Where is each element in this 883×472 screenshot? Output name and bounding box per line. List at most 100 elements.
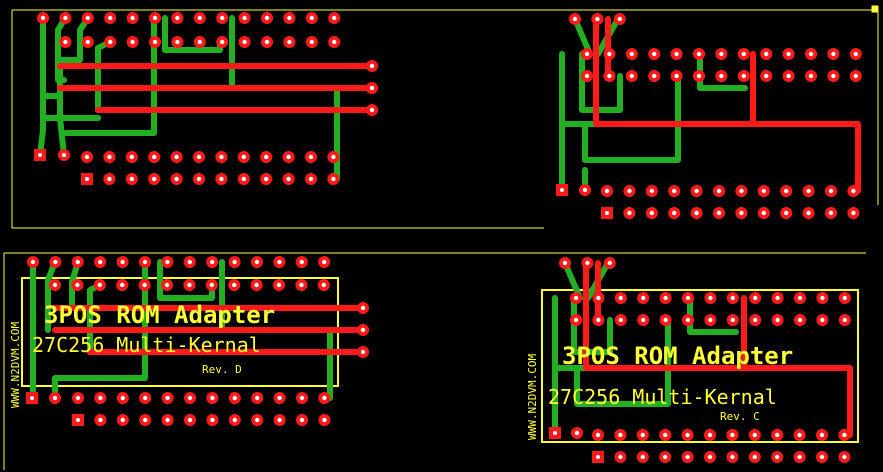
pad-drill-hole xyxy=(108,15,113,21)
pad-drill-hole xyxy=(685,454,690,460)
outline-bottom xyxy=(3,252,866,470)
tl-green-1 xyxy=(37,15,46,158)
pad-drill-hole xyxy=(63,15,68,21)
pad-drill-hole xyxy=(775,454,780,460)
silk-box-bottom-right xyxy=(541,289,859,443)
outline-top-right xyxy=(12,9,879,229)
br-green-1 xyxy=(562,260,583,301)
board-subtitle-left: 27C256 Multi-Kernal xyxy=(32,333,261,357)
pad-drill-hole xyxy=(618,432,623,438)
pad-drill-hole xyxy=(143,417,148,423)
pad-drill-hole xyxy=(299,259,304,265)
pad-drill-hole xyxy=(210,417,215,423)
pad-drill-hole xyxy=(98,417,103,423)
pad-drill-hole xyxy=(254,259,260,265)
pad-drill-hole xyxy=(242,15,247,21)
pad-drill-hole xyxy=(595,432,601,438)
pad-drill-hole xyxy=(663,317,668,323)
pad-drill-hole xyxy=(573,295,579,301)
br-red-bus-1 xyxy=(583,260,853,438)
pad-drill-hole xyxy=(853,51,858,57)
pad-drill-hole xyxy=(286,154,291,160)
pad-drill-hole xyxy=(197,15,202,21)
pad-drill-hole xyxy=(786,51,791,57)
pad-drill-hole xyxy=(730,295,735,301)
pad-drill-hole xyxy=(152,154,157,160)
pad-drill-hole xyxy=(584,51,590,57)
pad-drill-hole xyxy=(707,432,713,438)
pad-drill-hole xyxy=(30,259,36,265)
pad-drill-hole xyxy=(730,454,735,460)
pad-drill-hole xyxy=(232,259,237,265)
pad-drill-hole xyxy=(142,259,148,265)
pad-drill-hole xyxy=(152,15,158,21)
pad-drill-hole xyxy=(277,395,282,401)
pad-drill-hole xyxy=(209,282,214,288)
tl-green-3 xyxy=(57,15,91,158)
pad-drill-hole xyxy=(220,15,225,21)
pad-drill-hole xyxy=(75,259,81,265)
pad-drill-hole xyxy=(753,317,758,323)
pad-drill-hole xyxy=(627,210,632,216)
pad-drill-hole xyxy=(784,210,789,216)
pad-drill-hole xyxy=(784,188,789,194)
pad-drill-hole xyxy=(332,39,337,45)
pad-drill-hole xyxy=(584,73,590,79)
pad-drill-hole xyxy=(85,39,91,45)
pad-drill-hole xyxy=(672,210,677,216)
pad-drill-hole xyxy=(165,417,170,423)
pad-drill-hole xyxy=(152,176,157,182)
pad-drill-hole xyxy=(331,154,336,160)
br-green-5 xyxy=(574,317,671,407)
pad-drill-hole xyxy=(52,395,58,401)
pad-drill-hole xyxy=(276,282,282,288)
pad-drill-hole xyxy=(309,15,314,21)
pad-drill-hole xyxy=(851,210,856,216)
pad-drill-hole xyxy=(165,395,170,401)
pad-drill-hole xyxy=(61,152,67,158)
pad-drill-hole xyxy=(808,51,814,57)
board-title-left: 3POS ROM Adapter xyxy=(44,301,275,329)
pad-drill-hole xyxy=(851,188,856,194)
pad-drill-hole xyxy=(331,176,336,182)
board-url-left: WWW.N2DVM.COM xyxy=(9,322,22,408)
pad-drill-hole xyxy=(604,188,610,194)
pad-drill-hole xyxy=(764,51,769,57)
pad-drill-hole xyxy=(819,432,825,438)
pad-drill-hole xyxy=(696,73,702,79)
pad-drill-hole xyxy=(107,154,112,160)
pad-drill-hole xyxy=(255,417,260,423)
pad-drill-hole xyxy=(175,15,180,21)
pad-drill-hole xyxy=(649,210,654,216)
pad-drill-hole xyxy=(187,417,193,423)
pad-drill-hole xyxy=(574,430,580,436)
pad-drill-hole xyxy=(694,188,699,194)
pad-drill-hole xyxy=(797,295,803,301)
pad-drill-hole xyxy=(573,317,579,323)
pad-drill-hole xyxy=(277,259,282,265)
pad-drill-hole xyxy=(649,188,654,194)
pad-drill-hole xyxy=(84,154,90,160)
pad-drill-hole xyxy=(220,39,225,45)
pad-drill-hole xyxy=(672,188,677,194)
pad-drill-hole xyxy=(232,282,237,288)
pad-drill-hole xyxy=(685,432,690,438)
pad-drill-hole xyxy=(299,417,305,423)
pad-drill-hole xyxy=(607,51,612,57)
pad-drill-hole xyxy=(775,317,780,323)
pad-drill-hole xyxy=(753,295,758,301)
pad-drill-hole xyxy=(120,417,126,423)
pad-drill-hole xyxy=(309,39,314,45)
pad-drill-hole xyxy=(120,282,125,288)
pad-drill-hole xyxy=(53,259,58,265)
pad-drill-hole xyxy=(828,210,834,216)
pad-drill-hole xyxy=(75,282,80,288)
pad-drill-hole xyxy=(719,51,724,57)
pad-drill-hole xyxy=(605,211,609,215)
pad-drill-hole xyxy=(730,432,735,438)
pad-drill-hole xyxy=(75,395,81,401)
pad-drill-hole xyxy=(232,417,237,423)
pad-drill-hole xyxy=(187,282,192,288)
pad-drill-hole xyxy=(120,259,125,265)
